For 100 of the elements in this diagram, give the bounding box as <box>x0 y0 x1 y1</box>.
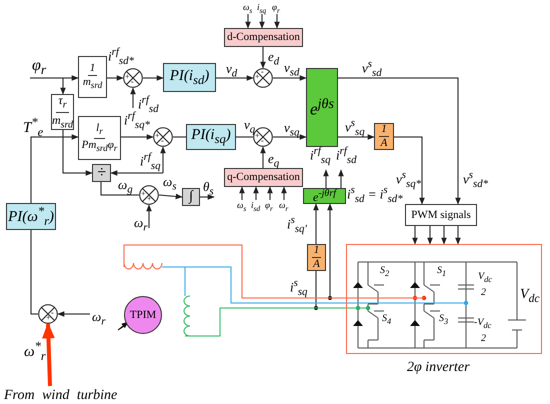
signal-label: e$_{d}$ <box>268 50 280 68</box>
signal-label: θ$_{s}$ <box>203 180 214 198</box>
sign-label: + <box>255 73 260 81</box>
switch-label: S$_{4}$ <box>382 314 392 326</box>
control-block: q-Compensation <box>224 168 303 187</box>
connector-arrow <box>130 87 136 108</box>
denominator: A <box>379 137 388 150</box>
connector-arrow <box>110 170 164 176</box>
connector-arrow <box>120 134 154 140</box>
connector-arrow <box>62 130 93 176</box>
signal-label: ω$_{g}$ <box>118 178 133 196</box>
numerator: 1 <box>88 62 98 76</box>
switch-label: S$_{2}$ <box>380 266 390 278</box>
sign-label: - <box>131 78 134 86</box>
connector-arrow <box>281 186 287 200</box>
numerator: 1 <box>312 244 322 258</box>
control-block: d-Compensation <box>224 28 303 47</box>
control-block: PI(i$_{sq}$) <box>186 124 236 150</box>
connector-arrow <box>427 226 433 245</box>
connector-arrow <box>260 146 266 168</box>
transfer-function-block <box>78 56 107 98</box>
denominator: m$_{srd}$ <box>50 112 74 131</box>
voltage-label: 2 <box>481 334 486 344</box>
sign-label: - <box>51 309 54 317</box>
signal-label: v$_{d}$ <box>226 62 238 80</box>
control-block: PI(i$_{sd}$) <box>163 63 216 92</box>
signal-label: e$_{q}$ <box>268 152 280 170</box>
connector-line <box>172 136 186 138</box>
connector-arrow <box>267 186 273 200</box>
connector-arrow <box>259 14 265 29</box>
signal-label: v$_{sq}$ <box>284 121 300 138</box>
connector-arrow <box>200 194 215 200</box>
connector-arrow <box>245 14 251 29</box>
sign-label: + <box>255 132 260 140</box>
signal-label: v$_{q}$ <box>244 118 256 136</box>
denominator: Pm$_{srd}$φ$_{r}$ <box>80 138 118 154</box>
connector-arrow <box>60 78 66 95</box>
connector-arrow <box>160 146 166 174</box>
connector-arrow <box>260 46 266 69</box>
connector-arrow <box>30 134 79 204</box>
connector-arrow <box>158 194 183 200</box>
denominator: A <box>312 258 321 271</box>
connector-line <box>124 244 346 298</box>
numerator: τ$_{r}$ <box>56 93 69 112</box>
connector-arrow <box>216 75 254 81</box>
voltage-label: 2 <box>481 288 486 298</box>
voltage-label: V$_{dc}$ <box>478 272 492 284</box>
control-block: e$^{jθs}$ <box>306 68 338 147</box>
connector-arrow <box>394 136 425 205</box>
switch-label: S$_{3}$ <box>439 314 448 326</box>
connector-line <box>100 182 140 196</box>
motor-circle <box>124 296 162 334</box>
connector-arrow <box>239 186 245 200</box>
motor-label: TPIM <box>130 310 156 320</box>
sign-label: + <box>46 314 51 322</box>
voltage-label: -V$_{dc}$ <box>474 318 492 330</box>
connector-arrow <box>30 75 79 81</box>
sign-label: + <box>147 195 152 203</box>
signal-label: ω$_{r}$ <box>134 216 148 234</box>
connector-arrow <box>327 203 333 298</box>
sign-label: + <box>125 73 130 81</box>
connector-arrow <box>338 134 375 140</box>
connector-arrow <box>323 169 329 188</box>
signal-label: φ$_{r}$ <box>32 58 46 77</box>
connector-arrow <box>338 169 344 188</box>
connector-arrow <box>412 226 418 245</box>
connector-arrow <box>272 134 307 140</box>
connector-line <box>184 308 346 336</box>
connector-arrow <box>146 204 152 228</box>
sign-label: + <box>155 132 160 140</box>
sign-label: - <box>161 137 164 145</box>
transfer-function-block <box>51 94 74 130</box>
control-block: PI(ω$^{*}$$_{r}$) <box>6 203 56 230</box>
signal-label: ω$_{r}$ <box>279 201 288 212</box>
signal-label: ω$_{r}$ <box>92 310 106 328</box>
connector-arrow <box>272 75 307 81</box>
numerator: l$_{r}$ <box>94 122 105 138</box>
sign-label: - <box>261 137 264 145</box>
transfer-function-block <box>78 116 121 160</box>
connector-arrow <box>455 226 461 245</box>
connector-arrow <box>106 75 124 81</box>
connector-arrow <box>441 226 447 245</box>
connector-line <box>30 230 38 314</box>
denominator: m$_{srd}$ <box>82 76 104 92</box>
connector-arrow <box>338 78 461 205</box>
connector-arrow <box>42 322 55 386</box>
switch-label: S$_{1}$ <box>437 266 446 278</box>
inverter-caption: 2φ inverter <box>407 361 470 375</box>
signal-label: i$_{sq}$ <box>257 3 266 14</box>
transfer-function-block <box>307 244 326 271</box>
signal-label: ω$_{s}$ <box>237 201 246 212</box>
signal-label: ω$_{s}$ <box>163 175 176 192</box>
signal-label: v$_{sd}$ <box>284 61 300 78</box>
voltage-label: V$_{dc}$ <box>520 288 540 304</box>
control-block: ÷ <box>92 164 111 182</box>
control-block: e$^{-jθrf}$ <box>303 188 346 204</box>
connector-line <box>236 136 254 138</box>
sign-label: + <box>141 190 146 198</box>
source-label: From wind turbine <box>4 388 118 403</box>
numerator: 1 <box>379 123 389 137</box>
